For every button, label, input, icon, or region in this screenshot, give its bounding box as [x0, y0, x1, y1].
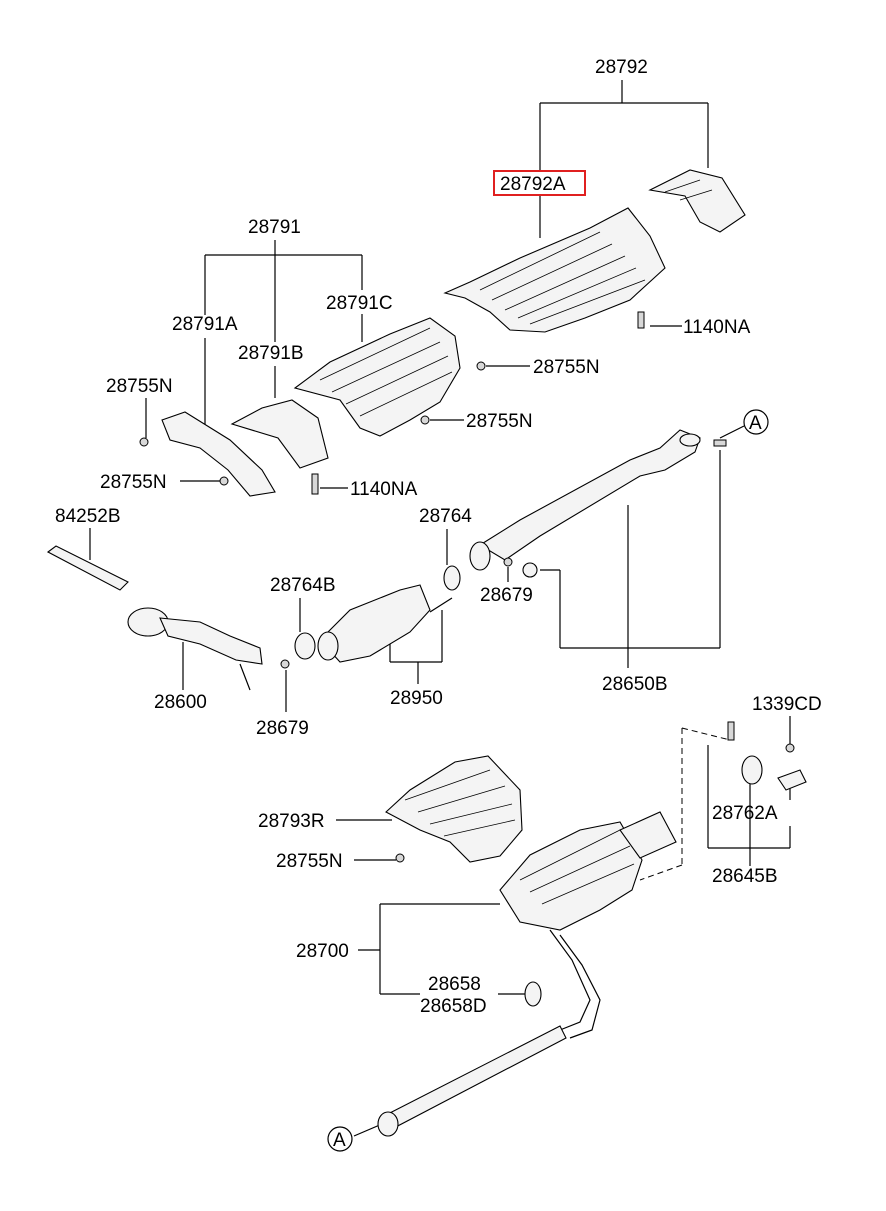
label-28650b[interactable]: 28650B	[602, 674, 668, 695]
label-28755n-d[interactable]: 28755N	[100, 472, 167, 493]
heat-protector-28791a-shape	[161, 411, 276, 497]
label-28791b[interactable]: 28791B	[238, 343, 304, 364]
heat-protector-28791b-shape	[230, 399, 329, 469]
ref-circle-a-top	[743, 409, 769, 435]
heat-protector-28793r-shape	[385, 755, 523, 863]
label-28600[interactable]: 28600	[154, 692, 207, 713]
label-a-top[interactable]: A	[749, 413, 762, 434]
front-pipe-28600-shape	[127, 607, 263, 691]
label-28950[interactable]: 28950	[390, 688, 443, 709]
label-28792a[interactable]: 28792A	[500, 174, 566, 195]
label-28764b[interactable]: 28764B	[270, 575, 336, 596]
label-84252b[interactable]: 84252B	[55, 506, 121, 527]
heat-protector-28792a-shape	[443, 207, 666, 333]
label-28762a[interactable]: 28762A	[712, 803, 778, 824]
label-28791a[interactable]: 28791A	[172, 314, 238, 335]
label-28793r[interactable]: 28793R	[258, 811, 325, 832]
ref-circle-a-bottom	[327, 1126, 353, 1152]
leader-lines	[89, 80, 791, 1137]
label-28791[interactable]: 28791	[248, 217, 301, 238]
label-28658d[interactable]: 28658D	[420, 996, 487, 1017]
label-28645b[interactable]: 28645B	[712, 866, 778, 887]
center-muffler-28650b-shape	[469, 429, 727, 571]
label-1339cd[interactable]: 1339CD	[752, 694, 822, 715]
label-28755n-a[interactable]: 28755N	[533, 357, 600, 378]
label-28755n-c[interactable]: 28755N	[466, 411, 533, 432]
bolt-shapes	[139, 311, 795, 863]
label-28792[interactable]: 28792	[595, 57, 648, 78]
label-28755n-b[interactable]: 28755N	[106, 376, 173, 397]
hanger-shapes	[524, 755, 807, 1007]
label-1140na-mid[interactable]: 1140NA	[350, 479, 418, 500]
label-1140na-top[interactable]: 1140NA	[683, 317, 751, 338]
label-28679-a[interactable]: 28679	[480, 585, 533, 606]
label-28791c[interactable]: 28791C	[326, 293, 393, 314]
label-28700[interactable]: 28700	[296, 941, 349, 962]
label-28679-b[interactable]: 28679	[256, 718, 309, 739]
label-28764[interactable]: 28764	[419, 506, 472, 527]
heat-protector-28791c-shape	[293, 317, 461, 437]
main-muffler-28700-shape	[377, 811, 677, 1137]
label-a-bottom[interactable]: A	[333, 1130, 346, 1151]
heat-protector-28792-small-shape	[648, 169, 746, 233]
label-28755n-e[interactable]: 28755N	[276, 851, 343, 872]
gasket-strip-84252b-shape	[46, 545, 129, 591]
catalytic-converter-28950-shape	[317, 584, 453, 663]
highlight-box	[493, 170, 586, 196]
part-labels: 28792 28792A 1140NA 28755N 28791 28791C …	[55, 57, 822, 1151]
gasket-and-nut-shapes	[280, 557, 538, 669]
label-28658[interactable]: 28658	[428, 974, 481, 995]
